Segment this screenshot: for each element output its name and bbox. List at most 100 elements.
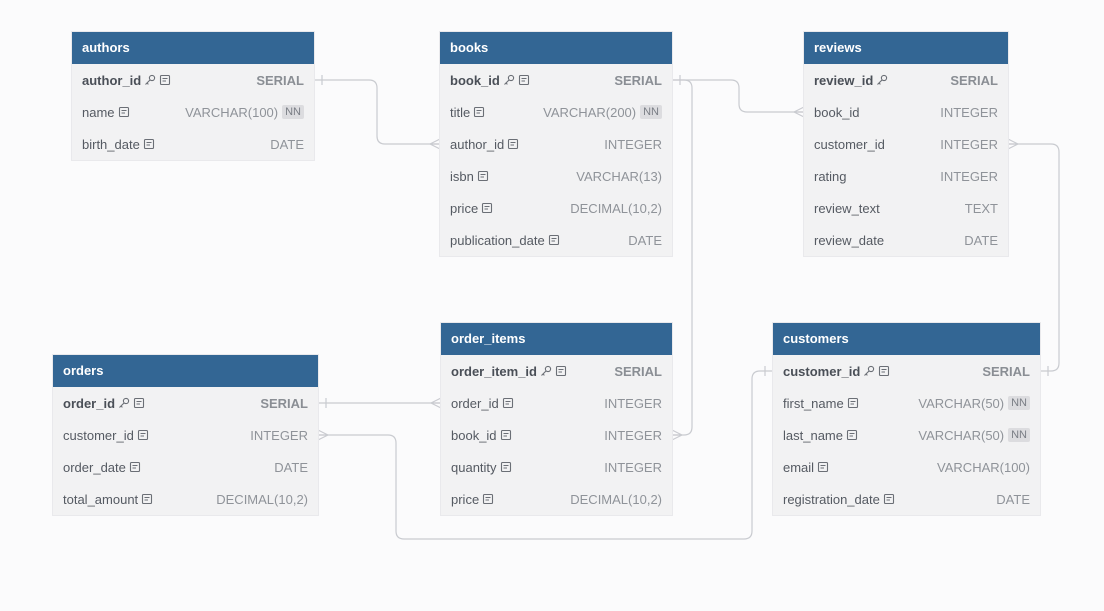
table-header[interactable]: customers <box>773 323 1040 355</box>
table-row[interactable]: price DECIMAL(10,2) <box>441 483 672 515</box>
note-icon <box>129 461 141 473</box>
note-icon <box>518 74 530 86</box>
table-header[interactable]: books <box>440 32 672 64</box>
field-type: DECIMAL(10,2) <box>570 491 662 507</box>
field-name: publication_date <box>450 232 545 248</box>
field-type-group: DECIMAL(10,2) <box>570 201 662 216</box>
field-type-group: INTEGER <box>604 396 662 411</box>
key-icon <box>863 365 875 377</box>
field-type: SERIAL <box>950 72 998 88</box>
field-name-group: author_id <box>450 137 519 152</box>
note-icon <box>473 106 485 118</box>
table-header[interactable]: orders <box>53 355 318 387</box>
field-name-group: first_name <box>783 396 859 411</box>
field-type-group: VARCHAR(50)NN <box>918 428 1030 443</box>
table-row[interactable]: rating INTEGER <box>804 160 1008 192</box>
table-row[interactable]: publication_date DATE <box>440 224 672 256</box>
field-name-group: registration_date <box>783 492 895 507</box>
field-type: DATE <box>628 232 662 248</box>
field-name: email <box>783 459 815 475</box>
link-books-reviews <box>672 79 804 113</box>
field-name: customer_id <box>63 427 134 443</box>
link-authors-books <box>314 79 440 145</box>
link-books-order-items <box>672 79 693 436</box>
field-type-group: SERIAL <box>256 73 304 88</box>
field-type-group: INTEGER <box>604 428 662 443</box>
field-type-group: SERIAL <box>950 73 998 88</box>
field-type: INTEGER <box>940 136 998 152</box>
field-type: VARCHAR(100) <box>937 459 1030 475</box>
note-icon <box>500 461 512 473</box>
field-type: INTEGER <box>604 427 662 443</box>
table-row[interactable]: author_id INTEGER <box>440 128 672 160</box>
table-row[interactable]: review_id SERIAL <box>804 64 1008 96</box>
field-type: INTEGER <box>940 168 998 184</box>
table-header[interactable]: order_items <box>441 323 672 355</box>
field-name-group: author_id <box>82 73 171 88</box>
note-icon <box>118 106 130 118</box>
note-icon <box>507 138 519 150</box>
field-name: rating <box>814 168 847 184</box>
many-marker <box>429 138 441 150</box>
field-name-group: name <box>82 105 130 120</box>
field-type-group: INTEGER <box>940 137 998 152</box>
field-name: registration_date <box>783 491 880 507</box>
field-type-group: SERIAL <box>260 396 308 411</box>
field-type: VARCHAR(100) <box>185 104 279 120</box>
table-header[interactable]: authors <box>72 32 314 64</box>
field-type-group: DATE <box>628 233 662 248</box>
field-name: author_id <box>450 136 505 152</box>
table-row[interactable]: customer_id INTEGER <box>53 419 318 451</box>
field-name-group: price <box>451 492 494 507</box>
not-null-badge: NN <box>640 105 662 119</box>
field-name-group: quantity <box>451 460 512 475</box>
note-icon <box>481 202 493 214</box>
field-name-group: customer_id <box>63 428 149 443</box>
field-name: title <box>450 104 471 120</box>
field-name: book_id <box>450 72 500 88</box>
field-name: review_id <box>814 72 874 88</box>
table-header[interactable]: reviews <box>804 32 1008 64</box>
field-type: INTEGER <box>250 427 308 443</box>
note-icon <box>847 397 859 409</box>
field-type: INTEGER <box>604 136 662 152</box>
note-icon <box>500 429 512 441</box>
table-row[interactable]: email VARCHAR(100) <box>773 451 1040 483</box>
field-name-group: customer_id <box>783 364 890 379</box>
note-icon <box>143 138 155 150</box>
field-name-group: review_date <box>814 233 884 248</box>
field-name-group: title <box>450 105 485 120</box>
field-name: order_date <box>63 459 126 475</box>
note-icon <box>133 397 145 409</box>
field-type-group: TEXT <box>965 201 998 216</box>
table-row[interactable]: author_id SERIAL <box>72 64 314 96</box>
